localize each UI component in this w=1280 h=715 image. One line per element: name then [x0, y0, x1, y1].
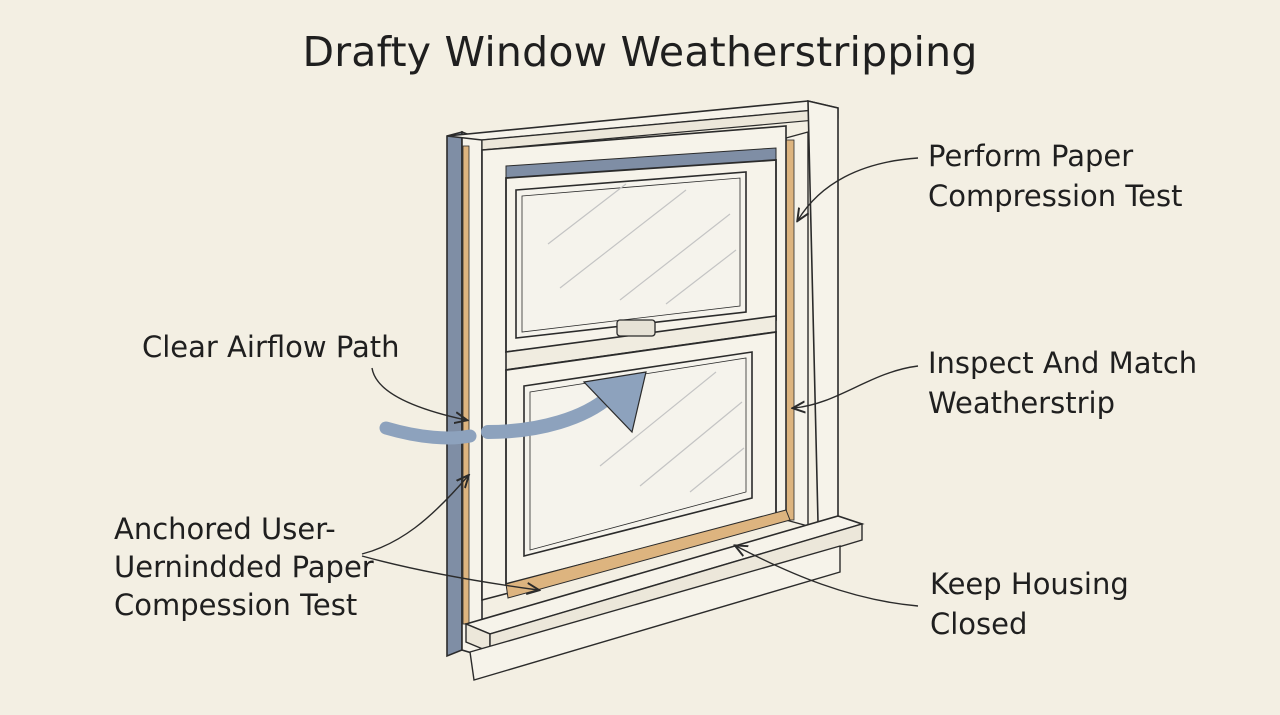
leader-anchored-1: [361, 476, 468, 555]
frame-left-jamb: [446, 130, 483, 658]
label-line: Keep Housing: [930, 567, 1129, 601]
label-anchored-paper-test: Anchored User- Uernindded Paper Compessi…: [114, 510, 374, 624]
leader-clear: [371, 367, 466, 420]
upper-sash: [505, 159, 777, 354]
label-line: Anchored User-: [114, 512, 336, 546]
label-keep-housing-closed: Keep Housing Closed: [930, 564, 1129, 644]
leader-perform: [798, 157, 919, 220]
label-inspect-and-match-weatherstrip: Inspect And Match Weatherstrip: [928, 343, 1197, 423]
leader-inspect: [794, 365, 919, 408]
leader-keep: [736, 546, 919, 607]
label-line: Clear Airflow Path: [142, 330, 400, 364]
lower-sash: [505, 330, 777, 586]
label-line: Closed: [930, 607, 1028, 641]
label-line: Perform Paper: [928, 139, 1134, 173]
diagram-title: Drafty Window Weatherstripping: [302, 28, 978, 76]
sash-lock-icon: [616, 319, 656, 337]
label-line: Weatherstrip: [928, 386, 1115, 420]
leader-anchored-2: [361, 555, 538, 590]
label-line: Compression Test: [928, 179, 1183, 213]
label-line: Inspect And Match: [928, 346, 1198, 380]
label-line: Uernindded Paper: [114, 550, 374, 584]
label-line: Compession Test: [114, 588, 358, 622]
label-clear-airflow-path: Clear Airflow Path: [142, 327, 400, 367]
label-perform-paper-compression-test: Perform Paper Compression Test: [928, 136, 1183, 216]
airflow-arrow: [379, 371, 647, 445]
window-sill: [463, 515, 865, 681]
bottom-weatherstrip: [505, 509, 791, 599]
